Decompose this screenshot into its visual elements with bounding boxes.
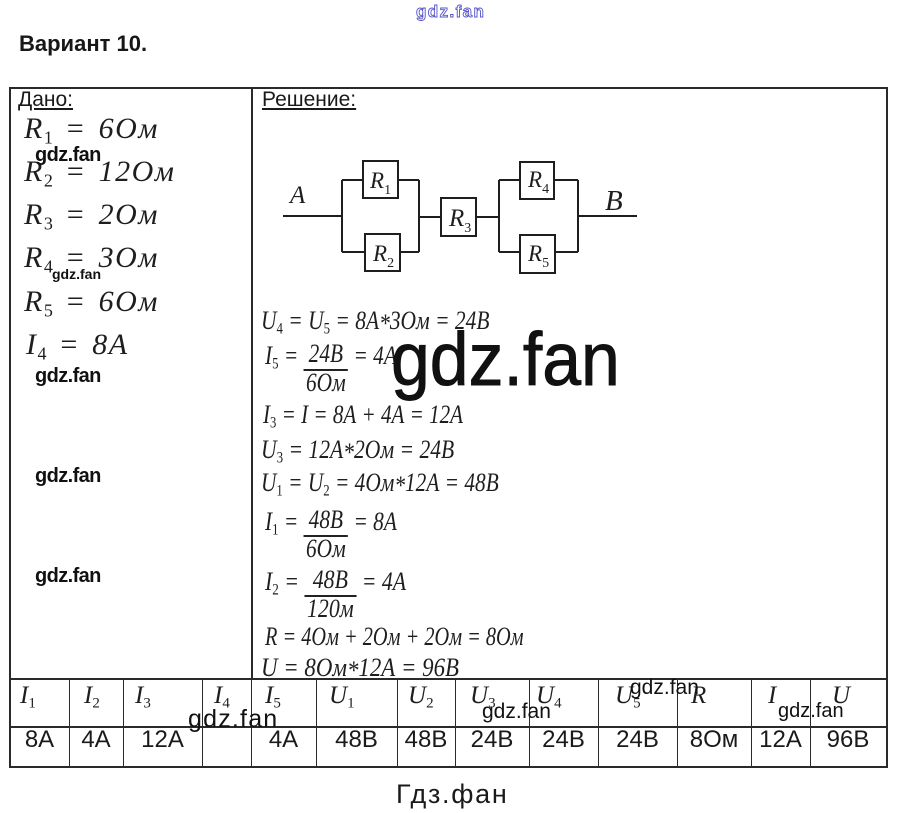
svg-text:B: B — [605, 185, 623, 217]
svg-text:A: A — [288, 182, 306, 209]
